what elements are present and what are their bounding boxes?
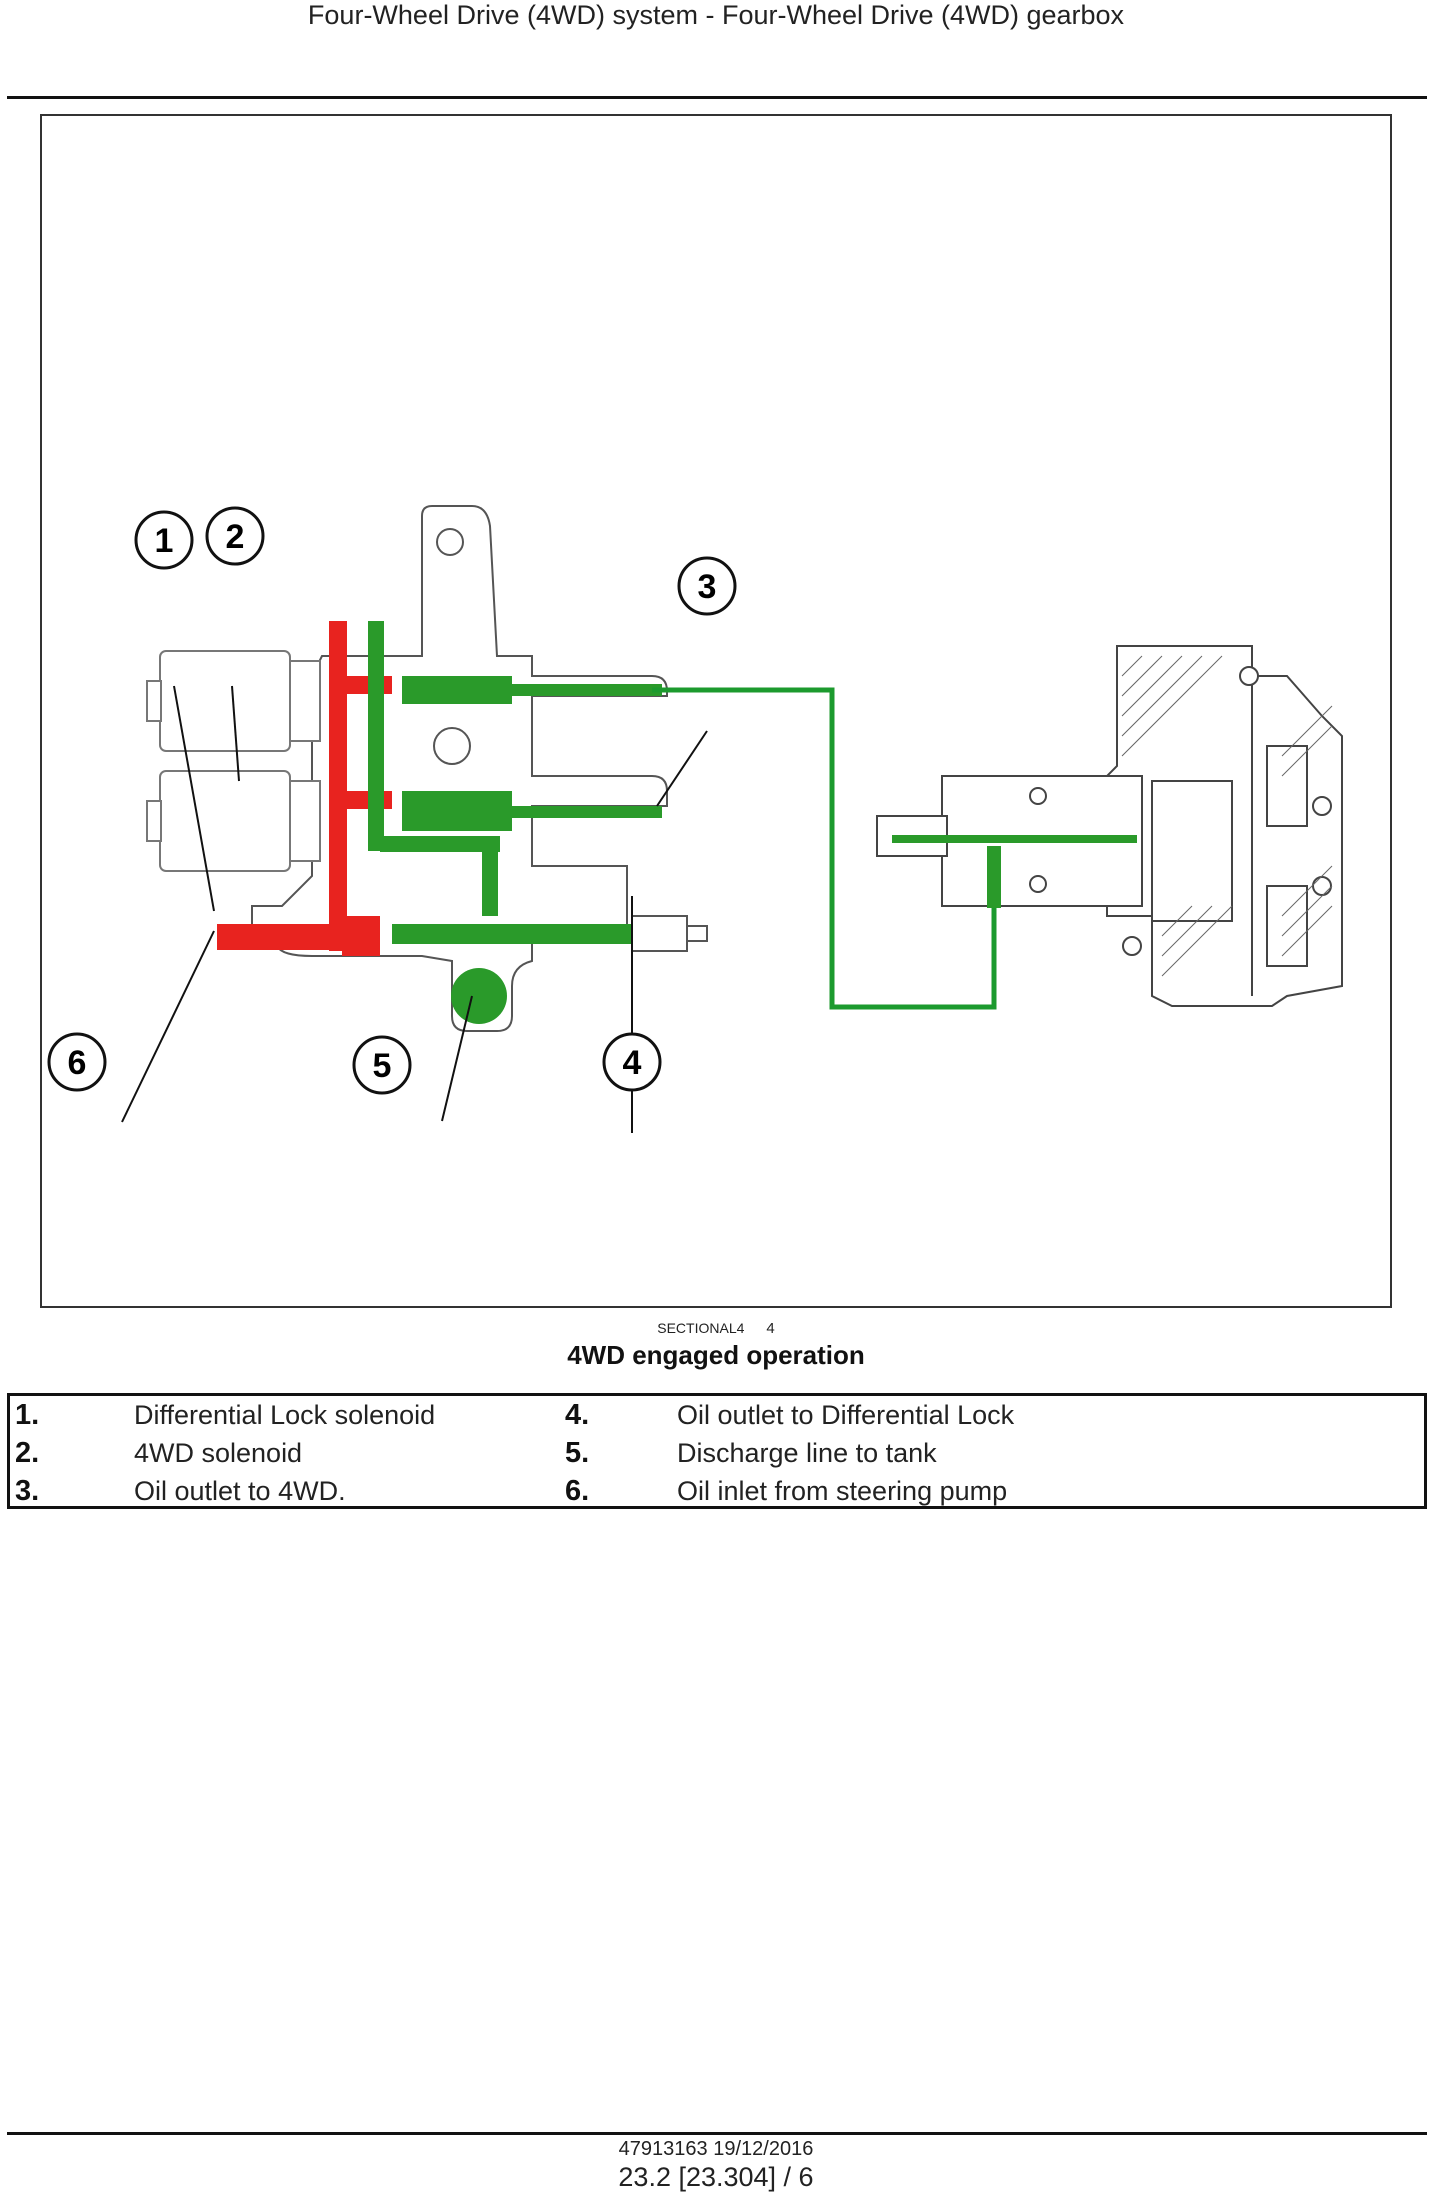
svg-text:5: 5: [373, 1047, 392, 1085]
drain-port: [631, 915, 708, 952]
legend-text: Discharge line to tank: [677, 1438, 937, 1468]
legend-text: Oil outlet to Differential Lock: [677, 1400, 1015, 1430]
header-divider: [7, 96, 1427, 99]
callout-4: 4: [602, 1032, 662, 1092]
legend-number: 3.: [15, 1475, 40, 1507]
legend-number: 5.: [565, 1437, 590, 1469]
gearbox-hatching: [1121, 655, 1333, 977]
callout-2: 2: [205, 506, 265, 566]
figure-reference-number: 4: [766, 1320, 775, 1337]
figure-reference: SECTIONAL4 4: [0, 1320, 1432, 1337]
svg-text:4: 4: [623, 1044, 642, 1082]
solenoid-4wd: [146, 650, 321, 752]
callout-6: 6: [47, 1032, 107, 1092]
solenoid-differential-lock: [146, 770, 321, 872]
legend-number: 6.: [565, 1475, 590, 1507]
legend-text: Oil outlet to 4WD.: [134, 1476, 346, 1506]
gearbox-shaft-oil: [892, 835, 1137, 908]
valve-body: [251, 505, 668, 1032]
legend-number: 4.: [565, 1399, 590, 1431]
oil-line-to-4wd: [652, 687, 997, 1010]
legend-number: 1.: [15, 1399, 40, 1431]
callout-5: 5: [352, 1035, 412, 1095]
hydraulic-diagram: 1 2 3 4 5 6: [47, 505, 1343, 1133]
footer-page-number: 23.2 [23.304] / 6: [618, 2162, 814, 2192]
page-header-title: Four-Wheel Drive (4WD) system - Four-Whe…: [307, 0, 1125, 30]
oil-channels: [368, 621, 662, 1024]
figure-reference-code: SECTIONAL4: [657, 1320, 745, 1336]
gearbox-section: [876, 645, 1343, 1007]
svg-text:3: 3: [698, 568, 717, 606]
svg-text:6: 6: [68, 1044, 87, 1082]
footer-document-id: 47913163 19/12/2016: [618, 2138, 814, 2160]
callout-3: 3: [677, 556, 737, 616]
legend-text: Differential Lock solenoid: [134, 1400, 436, 1430]
figure-frame: 1 2 3 4 5 6: [40, 114, 1392, 1308]
callout-leaders: [121, 685, 708, 1133]
callout-1: 1: [134, 510, 194, 570]
figure-caption: 4WD engaged operation: [567, 1340, 865, 1370]
legend-number: 2.: [15, 1437, 40, 1469]
svg-text:1: 1: [155, 522, 174, 560]
legend-table: 1. Differential Lock solenoid 2. 4WD sol…: [7, 1393, 1427, 1509]
legend-text: 4WD solenoid: [134, 1438, 303, 1468]
footer-divider: [7, 2132, 1427, 2135]
svg-text:2: 2: [226, 518, 245, 556]
legend-text: Oil inlet from steering pump: [677, 1476, 1008, 1506]
